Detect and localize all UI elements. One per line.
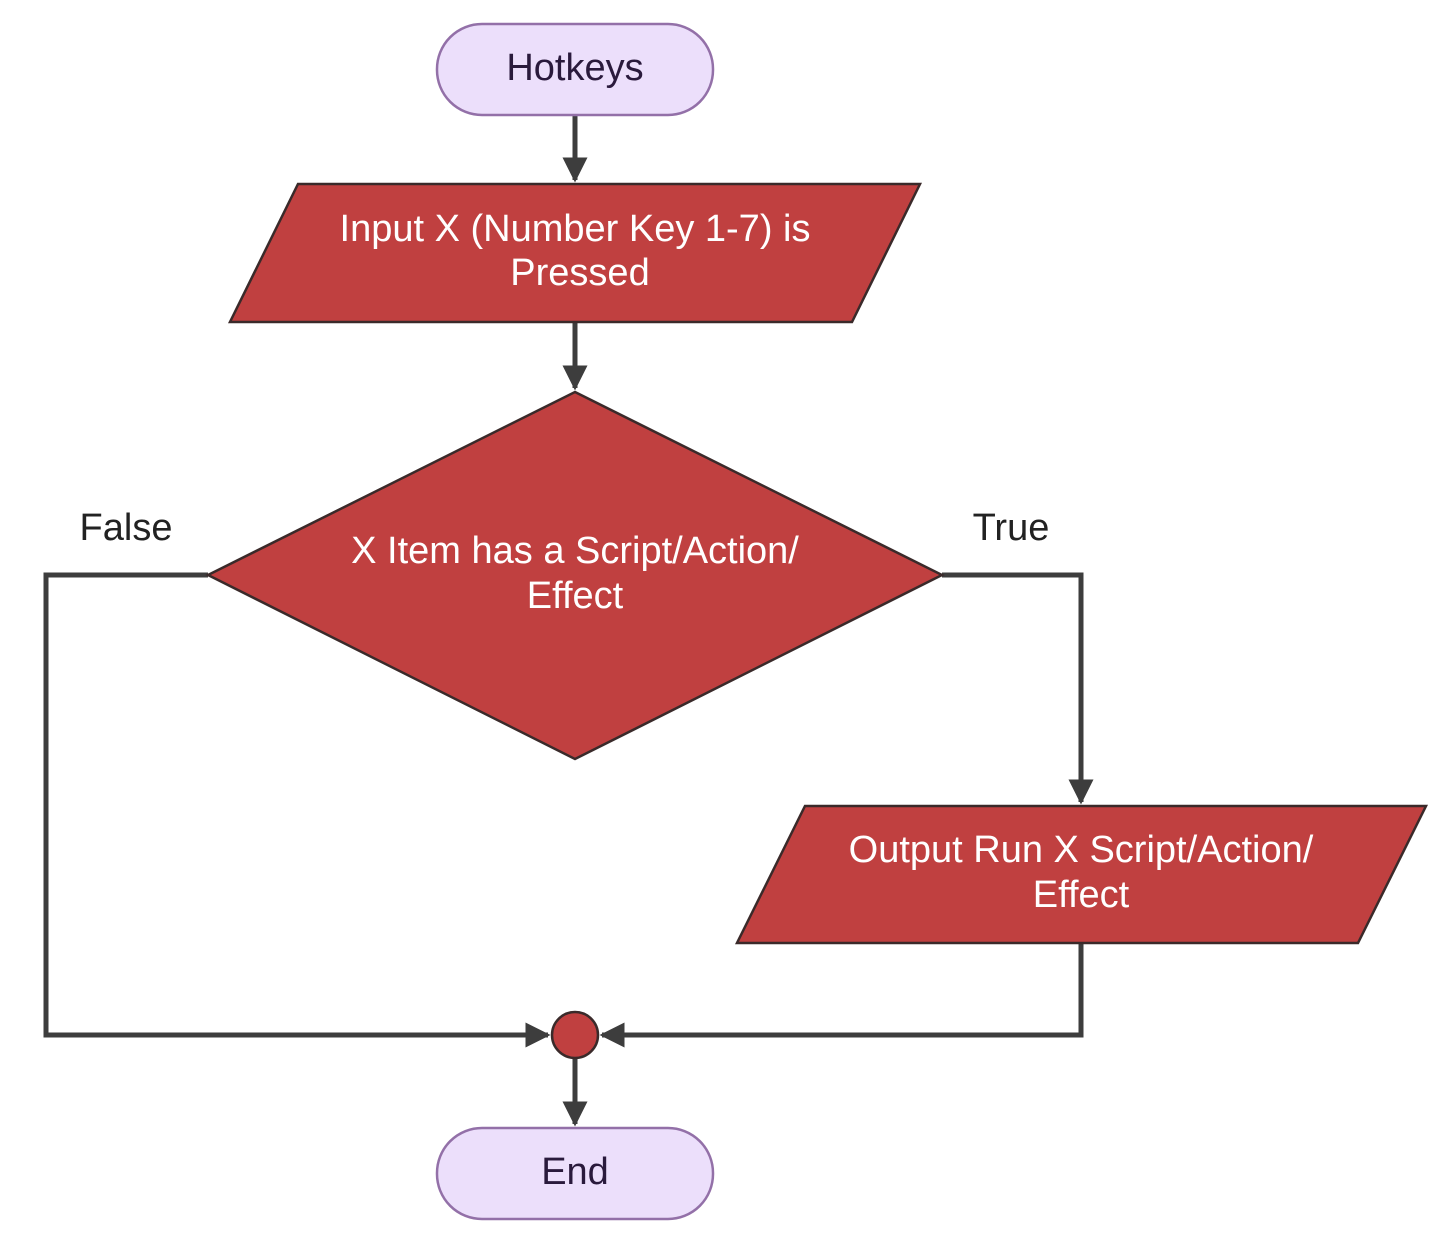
output-node-label-line-2: Effect	[1033, 874, 1130, 916]
start-node-shape	[435, 22, 715, 117]
output-node-shape	[734, 804, 1429, 945]
edges	[43, 115, 1094, 1127]
edge-label-false: False	[80, 507, 173, 549]
edge-decision-true-to-output	[942, 572, 1094, 805]
end-node-label: End	[541, 1151, 609, 1193]
output-node: Output Run X Script/Action/ Effect	[734, 804, 1429, 945]
end-node: End	[435, 1126, 715, 1221]
edge-output-to-merge	[599, 943, 1084, 1048]
decision-node-label-line-1: X Item has a Script/Action/	[351, 530, 799, 572]
decision-node-label-line-2: Effect	[527, 575, 624, 617]
merge-junction	[550, 1010, 600, 1060]
edge-decision-false-to-merge	[43, 572, 551, 1048]
start-node-label: Hotkeys	[506, 47, 643, 89]
start-node: Hotkeys	[435, 22, 715, 117]
input-node-label-line-2: Pressed	[510, 252, 649, 294]
input-node-shape	[227, 182, 923, 324]
decision-node-shape	[205, 390, 945, 761]
end-node-shape	[435, 1126, 715, 1221]
decision-node: X Item has a Script/Action/ Effect	[205, 390, 945, 761]
output-node-label-line-1: Output Run X Script/Action/	[849, 829, 1314, 871]
input-node-label-line-1: Input X (Number Key 1-7) is	[340, 208, 811, 250]
input-node: Input X (Number Key 1-7) is Pressed	[227, 182, 923, 324]
edge-label-true: True	[973, 507, 1050, 549]
